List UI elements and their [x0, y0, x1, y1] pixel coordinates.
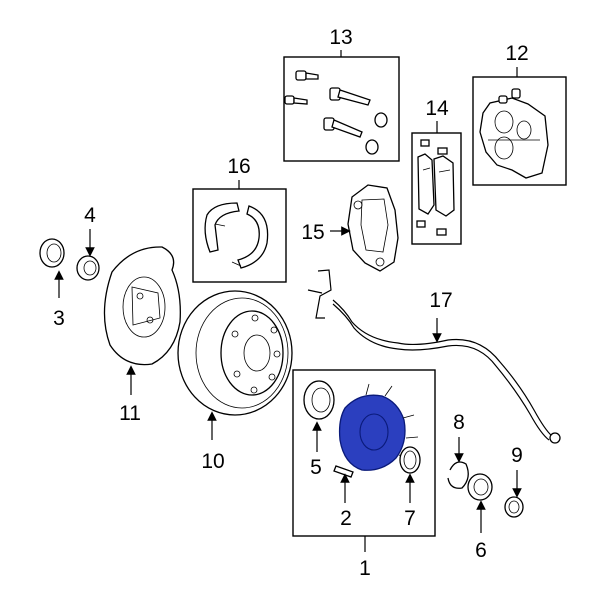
callout-14: 14 — [425, 97, 449, 120]
callout-15: 15 — [301, 221, 324, 244]
hub-seal-part — [303, 380, 335, 420]
hub-assembly-part — [338, 383, 419, 471]
callout-8: 8 — [453, 411, 465, 434]
callout-2: 2 — [340, 507, 352, 530]
callout-numbers: 1 2 3 4 5 6 7 8 9 10 11 12 13 14 15 16 1… — [53, 26, 529, 580]
callout-16: 16 — [227, 155, 250, 178]
callout-3: 3 — [53, 307, 65, 330]
hub-assembly-box — [292, 369, 436, 537]
callout-13: 13 — [329, 26, 352, 49]
callout-4: 4 — [84, 204, 96, 227]
caliper-part — [479, 88, 549, 179]
callout-10: 10 — [201, 450, 224, 473]
leader-lines — [54, 50, 522, 552]
callout-11: 11 — [119, 402, 141, 425]
callout-12: 12 — [505, 42, 528, 65]
callout-17: 17 — [429, 289, 452, 312]
bearing-part — [76, 255, 100, 281]
callout-5: 5 — [310, 456, 322, 479]
hardware-kit-part — [284, 70, 388, 155]
small-seal-part — [504, 496, 524, 518]
outer-bearing-part — [467, 473, 493, 501]
abs-sensor-cable-part — [307, 269, 561, 444]
inner-seal-part — [399, 446, 421, 474]
callout-6: 6 — [475, 539, 487, 562]
wheel-stud-part — [333, 465, 354, 478]
parking-shoes-part — [204, 202, 269, 269]
callout-9: 9 — [511, 444, 523, 467]
rotor-part — [177, 290, 293, 416]
brake-pads-part — [416, 139, 455, 236]
snap-ring-part — [447, 461, 469, 489]
callout-7: 7 — [404, 507, 416, 530]
caliper-bracket-part — [347, 184, 399, 272]
backing-plate-part — [103, 246, 181, 366]
callout-1: 1 — [359, 557, 371, 580]
seal-part — [39, 238, 65, 268]
caliper-box — [472, 76, 567, 186]
